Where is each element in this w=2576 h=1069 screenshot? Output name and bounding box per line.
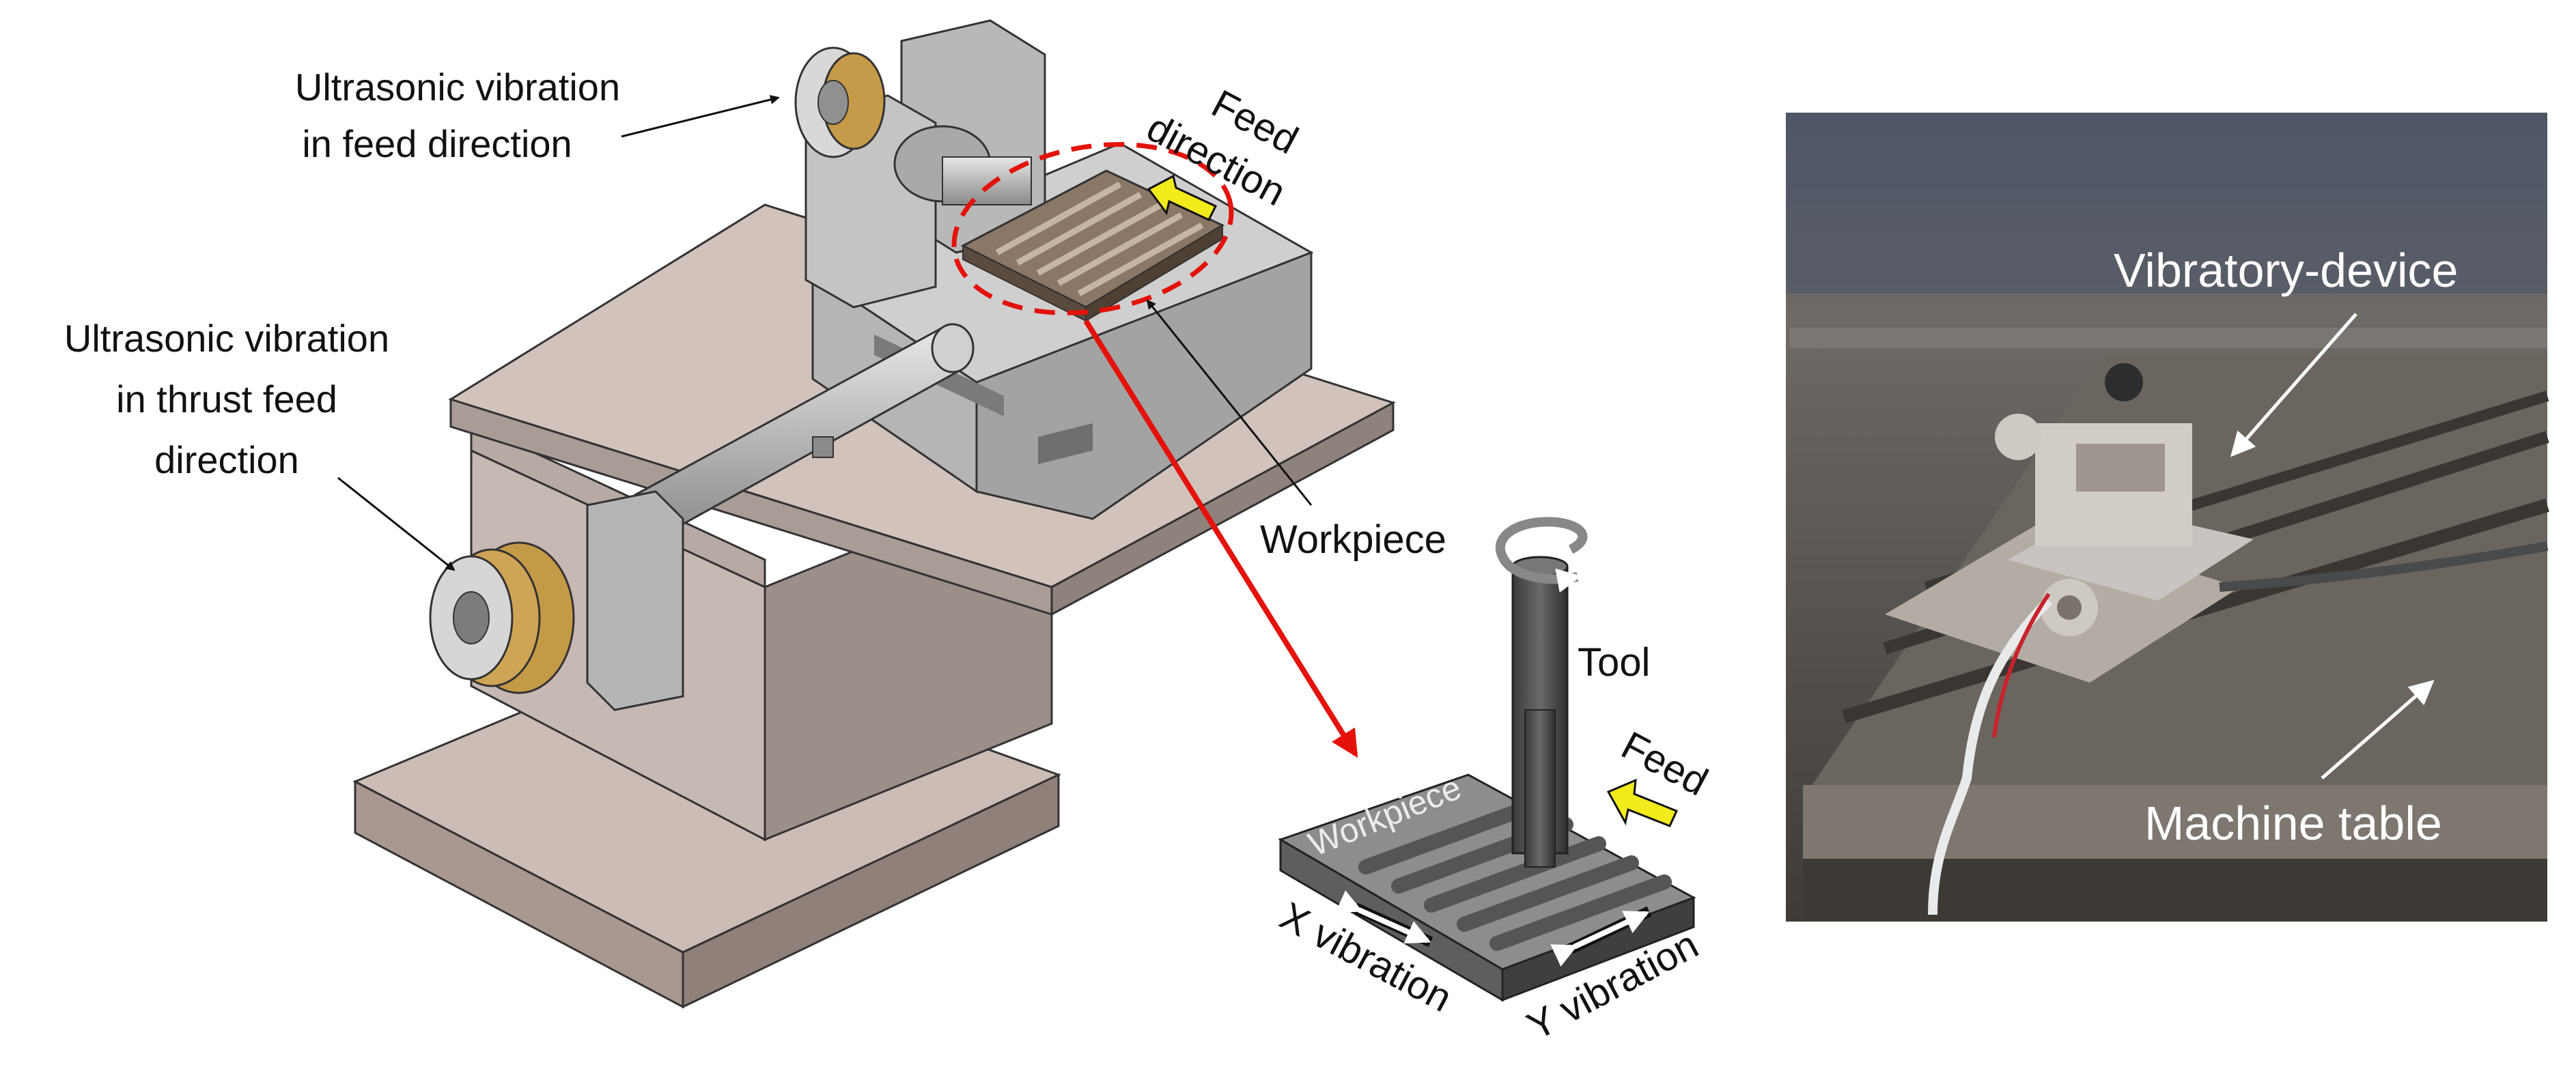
zoom-arrow bbox=[1083, 319, 1358, 758]
label-vib-thrust-line2: in thrust feed bbox=[116, 377, 337, 421]
highlight-ellipse bbox=[951, 142, 1234, 315]
label-vib-feed-line1: Ultrasonic vibration bbox=[295, 66, 620, 109]
zoom-detail: Workpiece bbox=[1278, 517, 1696, 1002]
feed-vibration-unit bbox=[794, 19, 1046, 309]
leader-vibratory-device bbox=[2230, 313, 2357, 457]
thrust-shaft bbox=[634, 323, 975, 541]
label-machine-table: Machine table bbox=[2144, 797, 2442, 850]
leader-machine-table bbox=[2321, 680, 2435, 780]
label-workpiece: Workpiece bbox=[1260, 517, 1446, 562]
feed-arrow-small bbox=[1147, 174, 1218, 221]
label-vib-feed-line2: in feed direction bbox=[302, 122, 572, 165]
thrust-vibration-unit bbox=[429, 490, 684, 711]
x-vibration-arrow bbox=[1335, 890, 1433, 947]
y-vibration-arrow bbox=[1550, 906, 1652, 967]
leader-workpiece bbox=[1146, 299, 1313, 506]
leader-feed-vibration bbox=[621, 95, 780, 138]
label-vibratory-device: Vibratory-device bbox=[2114, 244, 2459, 297]
workpiece-on-vise bbox=[960, 169, 1225, 322]
leader-thrust-vibration bbox=[337, 476, 456, 571]
label-vib-thrust-line1: Ultrasonic vibration bbox=[64, 317, 389, 360]
tool-rotation-arrow bbox=[1495, 517, 1588, 593]
label-vib-thrust-line3: direction bbox=[154, 438, 299, 481]
label-tool: Tool bbox=[1578, 640, 1650, 685]
feed-arrow-yellow bbox=[1606, 778, 1679, 827]
cad-assembly bbox=[352, 19, 1396, 1009]
setup-photo bbox=[1786, 113, 2549, 922]
end-mill-tool bbox=[1511, 556, 1569, 868]
